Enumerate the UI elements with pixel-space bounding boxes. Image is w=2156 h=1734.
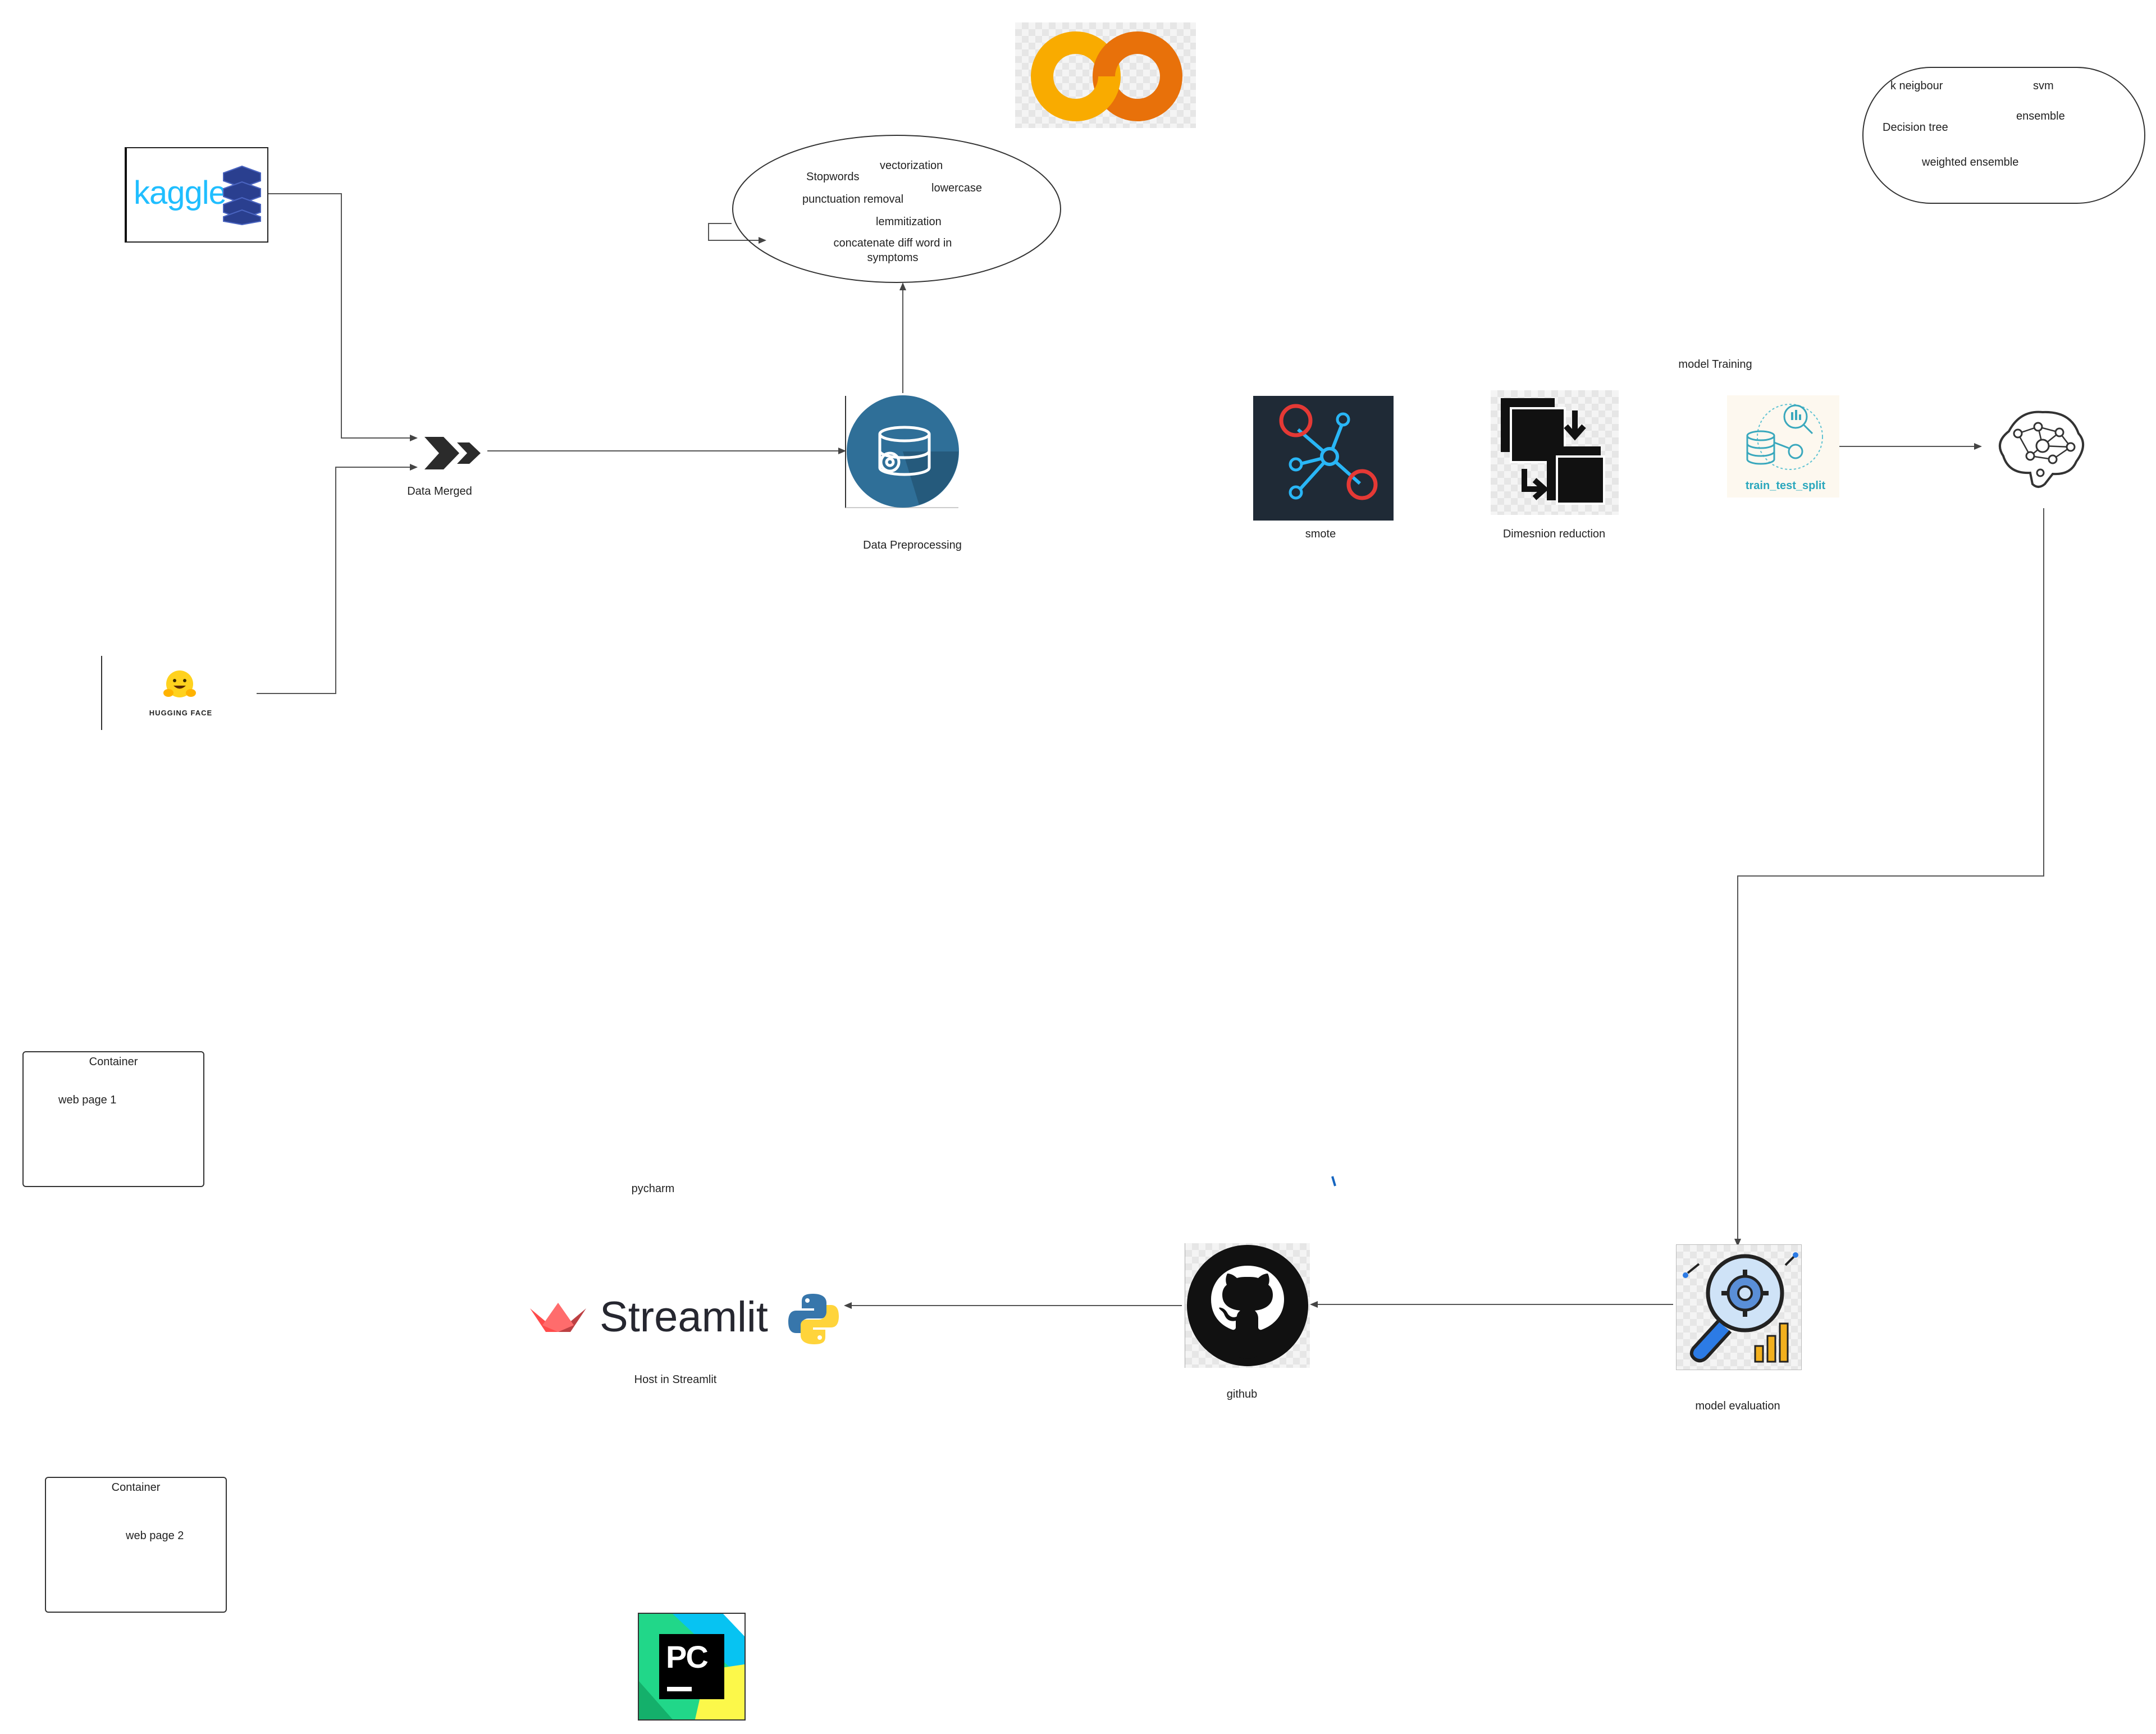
hugging-face-emoji-icon <box>163 670 196 697</box>
pycharm-mark-text: PC <box>666 1639 709 1674</box>
github-label: github <box>1226 1388 1258 1400</box>
edge-model-to-evaluation <box>1734 508 2044 1247</box>
model-decision-tree: Decision tree <box>1883 121 1948 134</box>
stray-mark <box>1331 1176 1336 1187</box>
data-preprocessing-label: Data Preprocessing <box>863 539 962 551</box>
huggingface-card: HUGGING FACE <box>101 656 257 730</box>
train-test-split-card: train_test_split <box>1727 395 1839 498</box>
step-lowercase: lowercase <box>931 182 983 194</box>
step-punctuation-removal: punctuation removal <box>802 193 904 206</box>
model-evaluation-card <box>1676 1244 1802 1370</box>
database-settings-icon <box>847 395 959 508</box>
streamlit-wordmark: Streamlit <box>600 1293 768 1341</box>
data-merged-label: Data Merged <box>407 485 472 498</box>
data-split-icon <box>1746 404 1823 470</box>
kaggle-wordmark: kaggle <box>134 175 227 211</box>
edge-huggingface-to-merged <box>255 464 418 694</box>
model-weighted-ensemble: weighted ensemble <box>1922 156 2019 168</box>
model-ensemble: ensemble <box>2016 110 2065 122</box>
step-concatenate-line2: symptoms <box>867 252 919 264</box>
model-evaluation-label: model evaluation <box>1695 1400 1780 1412</box>
dimension-reduction-icon <box>1501 398 1605 505</box>
github-card <box>1185 1243 1310 1368</box>
streamlit-crown-icon <box>530 1303 586 1332</box>
container-2-content: web page 2 <box>126 1530 184 1542</box>
smote-graph-icon <box>1279 404 1378 500</box>
train-test-split-caption: train_test_split <box>1745 480 1826 492</box>
neural-brain-icon <box>1998 410 2084 488</box>
model-svm: svm <box>2033 80 2054 92</box>
model-training-label: model Training <box>1678 358 1752 371</box>
pycharm-logo-icon <box>639 1614 744 1719</box>
smote-label: smote <box>1305 528 1336 540</box>
database-icon <box>223 165 261 226</box>
container-web-page-2: Container web page 2 <box>45 1477 227 1613</box>
smote-card <box>1253 396 1394 521</box>
preprocessing-steps-ellipse <box>732 135 1061 283</box>
dimension-reduction-card <box>1491 390 1619 515</box>
step-stopwords: Stopwords <box>806 171 860 183</box>
preprocessing-frame <box>845 396 958 508</box>
step-vectorization: vectorization <box>880 159 943 172</box>
container-2-title: Container <box>111 1481 161 1494</box>
huggingface-wordmark: HUGGING FACE <box>149 709 213 717</box>
model-k-neighbour: k neigbour <box>1890 80 1943 92</box>
colab-icon <box>1031 31 1182 121</box>
edge-kaggle-to-merged <box>267 193 418 441</box>
dimension-reduction-label: Dimesnion reduction <box>1502 528 1606 540</box>
evaluation-magnifier-icon <box>1683 1252 1798 1363</box>
kaggle-card: kaggle <box>125 147 268 243</box>
github-octocat-icon <box>1187 1245 1308 1366</box>
models-pill <box>1862 67 2145 204</box>
step-concatenate-line1: concatenate diff word in <box>833 237 952 249</box>
pycharm-logo-card: PC <box>638 1613 746 1721</box>
python-logo-icon <box>788 1294 839 1344</box>
host-in-streamlit-label: Host in Streamlit <box>634 1373 717 1386</box>
pycharm-label: pycharm <box>631 1183 675 1195</box>
merge-icon <box>424 437 481 469</box>
edge-steps-self-loop <box>708 223 766 244</box>
container-1-content: web page 1 <box>58 1094 117 1106</box>
container-1-title: Container <box>89 1056 138 1068</box>
colab-logo <box>1015 22 1196 128</box>
step-lemmitization: lemmitization <box>876 216 942 228</box>
container-web-page-1: Container web page 1 <box>22 1051 204 1187</box>
